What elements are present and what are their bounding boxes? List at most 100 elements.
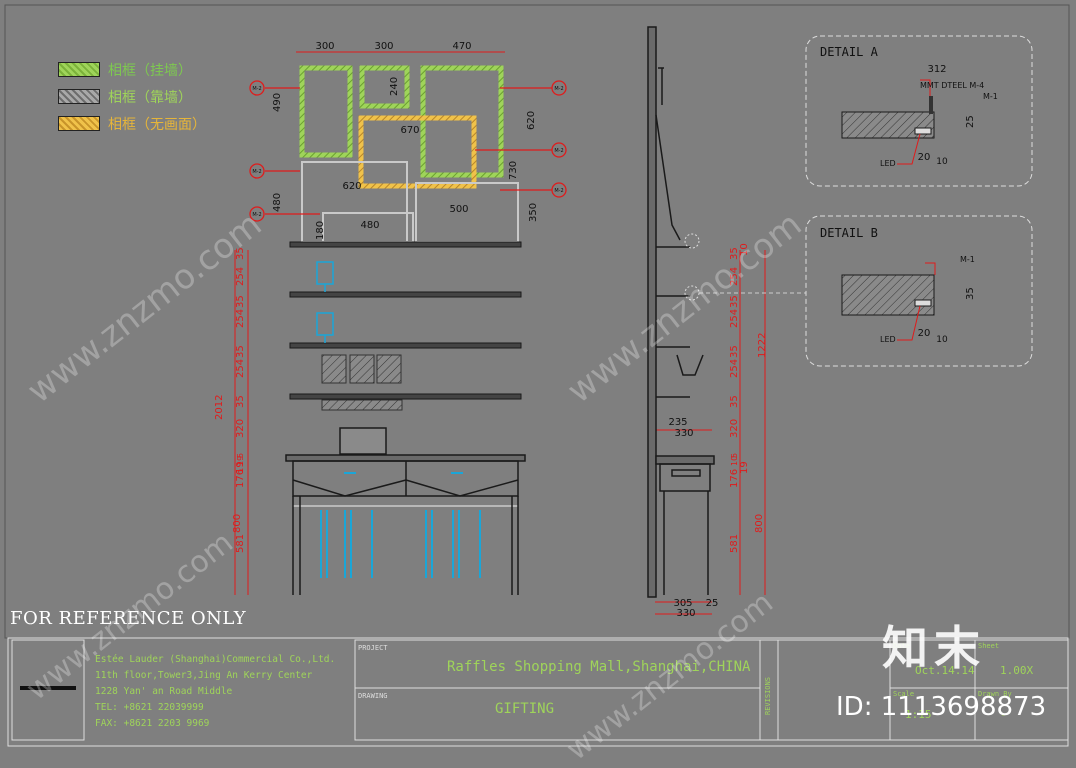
detail-a-marker [684, 233, 700, 249]
drawing-label: DRAWING [358, 692, 388, 700]
dimension-label: 254 [729, 309, 740, 328]
dimension-label: 10 [739, 243, 750, 256]
material-tag-label: M-2 [554, 86, 563, 92]
shelf [289, 241, 522, 248]
legend-swatch-green [58, 62, 100, 77]
dimension-label: 305 [673, 598, 692, 609]
title-block [7, 637, 1069, 747]
shelves [289, 241, 522, 400]
dimension-lines [234, 51, 766, 615]
dimension-label: 19 [739, 461, 750, 474]
dimension-label: 300 [315, 41, 334, 52]
sheet-border [4, 4, 1070, 639]
dimension-label: 20 [918, 152, 931, 163]
side-elevation [647, 26, 715, 598]
project-value: Raffles Shopping Mall,Shanghai,CHINA [447, 659, 751, 675]
dimension-label: 300 [374, 41, 393, 52]
material-tag-label: M-2 [252, 169, 261, 175]
dimension-label: 330 [674, 428, 693, 439]
dimension-label: 35 [965, 287, 976, 300]
dimension-label: 254 [235, 309, 246, 328]
detail-a-box [805, 35, 1033, 187]
material-tag-circle [551, 80, 567, 96]
scale-value: 1:15 [905, 708, 932, 721]
shelf [289, 393, 522, 400]
cad-drawing: 3003004704902406706206207304801804805003… [4, 4, 1070, 747]
dimension-label: 19 [236, 456, 245, 466]
dimension-label: 35 [235, 295, 246, 308]
company-line: FAX: +8621 2203 9969 [95, 718, 210, 729]
dimension-label: 35 [729, 247, 740, 260]
material-tag-label: M-2 [252, 86, 261, 92]
dimension-label: 254 [235, 359, 246, 378]
dimension-label: 20 [918, 328, 931, 339]
detail-b-title: DETAIL B [820, 226, 878, 240]
legend-label: 相框（靠墙） [108, 89, 192, 106]
frames-group [299, 65, 519, 243]
watermark-id: ID: 1113698873 [836, 692, 1047, 722]
legend-swatch-yellow [58, 116, 100, 131]
watermark-logo: 知末 [882, 621, 986, 675]
dimension-label: 470 [452, 41, 471, 52]
dimension-label: M-1 [960, 255, 975, 264]
material-tag-circle [249, 80, 265, 96]
dimension-label: LED [880, 159, 896, 168]
dimension-label: 330 [676, 608, 695, 619]
product-items [316, 261, 334, 343]
dimension-label: 10 [936, 157, 948, 167]
table-decor-lines [320, 472, 481, 578]
dimension-label: MMT DTEEL M-4 [920, 81, 984, 90]
shelf [289, 342, 522, 349]
reference-note: FOR REFERENCE ONLY [10, 608, 247, 629]
revisions-label: REVISIONS [764, 677, 772, 715]
legend-item-wall-hung: 相框（挂墙） [58, 56, 206, 83]
company-line: 1228 Yan' an Road Middle [95, 686, 233, 697]
dimension-label: 620 [342, 181, 361, 192]
material-tag-circle [249, 206, 265, 222]
dimension-label: 620 [526, 111, 537, 130]
drawing-canvas: 相框（挂墙） 相框（靠墙） 相框（无画面） [4, 4, 1070, 768]
date-label: Date [893, 642, 910, 650]
dimension-label: 500 [449, 204, 468, 215]
dimension-label: 254 [729, 267, 740, 286]
dimension-label: 320 [235, 419, 246, 438]
company-info: Estée Lauder (Shanghai)Commercial Co.,Lt… [95, 652, 335, 732]
dimension-label: 35 [729, 295, 740, 308]
dimension-label: 35 [729, 345, 740, 358]
sheet-label: Sheet [978, 642, 1000, 650]
frame-blank [358, 115, 477, 189]
dimension-label: 25 [706, 598, 719, 609]
material-tag-label: M-2 [252, 212, 261, 218]
frame-wall-hung [299, 65, 353, 158]
company-line: 11th floor,Tower3,Jing An Kerry Center [95, 670, 313, 681]
dimension-label: 670 [400, 125, 419, 136]
dimension-label: 25 [965, 115, 976, 128]
dimension-label: 35 [235, 247, 246, 260]
legend-label: 相框（无画面） [108, 116, 206, 133]
material-tag-circle [551, 182, 567, 198]
dimension-label: 1222 [757, 333, 768, 358]
frame-wall-hung [359, 65, 410, 109]
dimension-label: 5 [236, 453, 245, 458]
dimension-label: 35 [235, 395, 246, 408]
console-table [285, 427, 526, 595]
dimension-label: 312 [927, 64, 946, 75]
dimension-label: 176 [235, 469, 246, 488]
dimension-label: 235 [668, 417, 687, 428]
company-line: Estée Lauder (Shanghai)Commercial Co.,Lt… [95, 654, 336, 665]
drawn-label: Drawn By [978, 690, 1012, 698]
company-line: TEL: +8621 22039999 [95, 702, 204, 713]
dimension-label: 581 [235, 534, 246, 553]
sheet-value: 1.00X [1000, 664, 1034, 677]
dimension-label: 800 [232, 514, 243, 533]
material-tag-circle [551, 142, 567, 158]
dimension-label: 35 [729, 395, 740, 408]
legend: 相框（挂墙） 相框（靠墙） 相框（无画面） [58, 56, 206, 137]
material-tag-label: M-2 [554, 148, 563, 154]
scale-label: Scale [893, 690, 915, 698]
dimension-label: 35 [235, 345, 246, 358]
dimension-label: M-1 [983, 92, 998, 101]
dimension-label: 581 [729, 534, 740, 553]
dimension-label: 2012 [214, 395, 225, 420]
